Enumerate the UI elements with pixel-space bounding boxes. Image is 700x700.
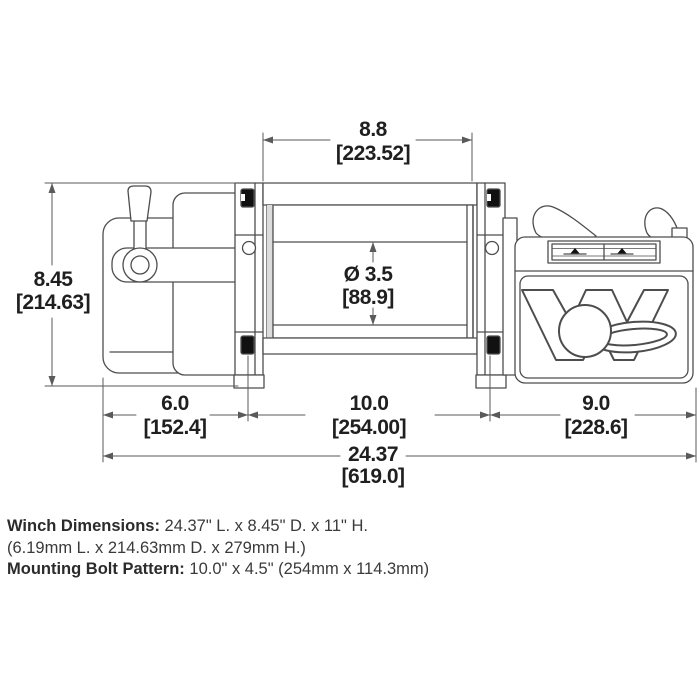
mount-bolt [486,335,501,355]
winch-dimensions-metric: (6.19mm L. x 214.63mm D. x 279mm H.) [7,538,306,557]
dimension-lines [44,132,697,463]
winch-dimensions-line: Winch Dimensions: 24.37" L. x 8.45" D. x… [7,516,667,538]
warn-logo [521,289,677,361]
terminal-nut [570,248,580,254]
control-pack [502,205,694,384]
tie-plate-hole [484,240,500,256]
top-rail [262,182,478,206]
spec-text-block: Winch Dimensions: 24.37" L. x 8.45" D. x… [7,516,667,581]
bottom-rail [262,337,478,355]
winch-dimensions-label: Winch Dimensions: [7,517,160,535]
dim-offset-right-mm: [228.6] [564,416,627,439]
dim-bolt-span-mm: [254.00] [332,416,406,439]
dim-drum-width-mm: [223.52] [336,142,410,165]
clutch-lever [111,185,261,283]
mounting-bolt-line: Mounting Bolt Pattern: 10.0" x 4.5" (254… [7,559,667,581]
dim-height-in: 8.45 [34,268,74,291]
mount-foot [475,374,507,389]
right-tie-plate [475,182,507,389]
mounting-bolt-value: 10.0" x 4.5" (254mm x 114.3mm) [189,560,430,578]
winch-dimensions-value: 24.37" L. x 8.45" D. x 11" H. [164,517,369,535]
dim-offset-left-mm: [152.4] [143,416,206,439]
dim-height-mm: [214.63] [16,291,90,314]
dim-overall-mm: [619.0] [341,465,404,488]
clutch-knob [127,185,152,222]
terminal-nut [617,248,627,254]
mounting-bolt-label: Mounting Bolt Pattern: [7,560,185,578]
dim-drum-dia-in: Ø 3.5 [344,263,394,286]
tie-plate-hole [241,240,257,256]
dim-offset-right-in: 9.0 [582,392,610,415]
dim-drum-width-in: 8.8 [359,118,388,141]
terminal-tray [547,240,661,264]
dim-drum-dia-mm: [88.9] [342,286,394,309]
dim-overall-in: 24.37 [348,443,398,466]
mount-bolt [240,335,255,355]
dim-bolt-span-in: 10.0 [350,392,389,415]
left-tie-plate [233,182,265,389]
mount-foot [233,374,265,389]
dim-offset-left-in: 6.0 [161,392,189,415]
control-knob [558,304,612,358]
winch-dimensions-metric-line: (6.19mm L. x 214.63mm D. x 279mm H.) [7,538,667,560]
